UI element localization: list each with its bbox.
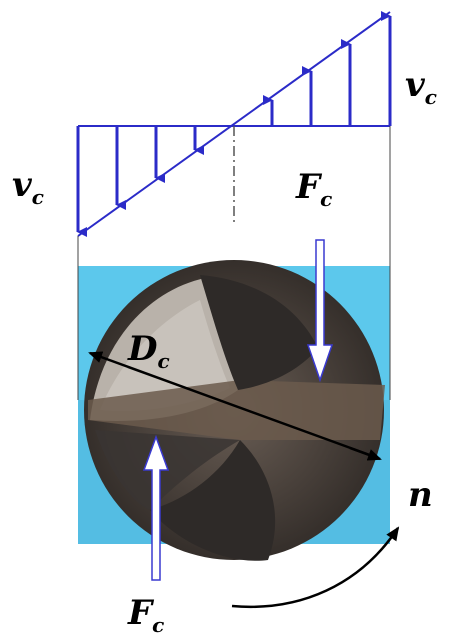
rotation-arrow-icon: [231, 526, 400, 609]
dc-label: Dc: [127, 329, 170, 373]
velocity-distribution: [76, 11, 392, 237]
fc-top-label: Fc: [295, 167, 332, 211]
diameter-arrow: [88, 351, 379, 460]
n-label: n: [408, 475, 433, 515]
force-arrow-top: [306, 239, 334, 383]
vc-right-label: vc: [405, 65, 437, 109]
fc-bottom-label: Fc: [127, 593, 164, 637]
drill-bit-cross-section-icon: [84, 260, 385, 561]
force-arrow-bottom: [142, 434, 170, 581]
vc-left-label: vc: [12, 165, 44, 209]
